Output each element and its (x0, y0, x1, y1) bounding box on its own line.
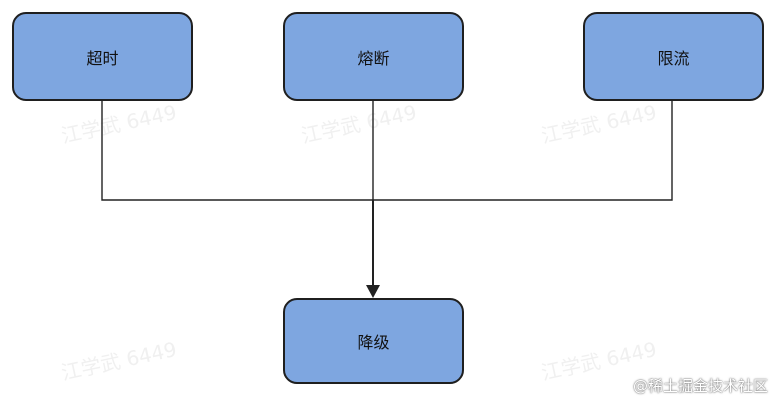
node-label: 超时 (86, 48, 119, 68)
node-label: 降级 (357, 333, 390, 352)
connector-timeout (101, 101, 373, 201)
node-label: 熔断 (357, 48, 390, 68)
node-label: 限流 (657, 48, 690, 68)
arrowhead-icon (366, 285, 380, 298)
connector-ratelimit (373, 101, 673, 201)
node-timeout: 超时 (12, 12, 193, 101)
node-rate-limit: 限流 (583, 12, 764, 101)
source-credit: @稀土掘金技术社区 (632, 377, 768, 395)
node-circuit-breaker: 熔断 (283, 12, 464, 101)
node-degrade: 降级 (283, 298, 464, 384)
